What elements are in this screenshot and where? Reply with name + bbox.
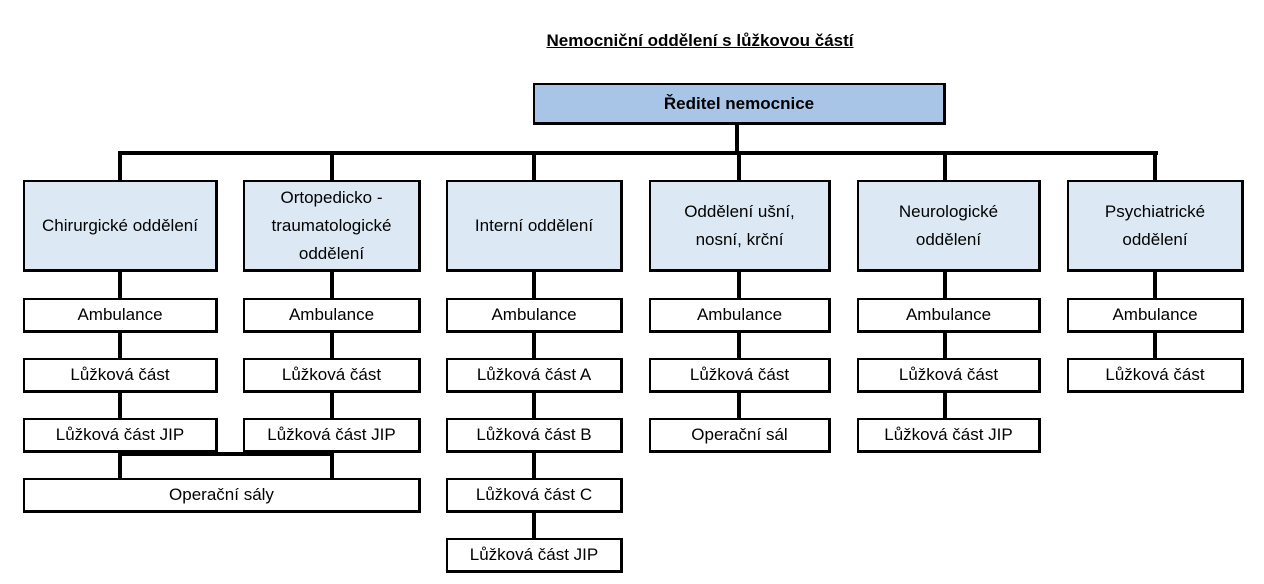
dept-label: Psychiatrické oddělení <box>1104 201 1206 249</box>
dept-drop-6 <box>1153 151 1157 181</box>
unit-label: Operační sál <box>691 425 788 444</box>
unit-label: Ambulance <box>905 305 992 324</box>
horizontal-bus <box>118 151 1158 155</box>
dept-node: Oddělení ušní, nosní, krční <box>649 180 831 272</box>
chain-4 <box>737 270 741 422</box>
root-connector <box>735 124 739 154</box>
unit-label: Ambulance <box>696 305 783 324</box>
unit-label: Ambulance <box>491 305 577 324</box>
shared-unit-node: Operační sály <box>23 478 421 513</box>
unit-node: Ambulance <box>23 298 218 333</box>
unit-node: Lůžková část <box>649 358 831 393</box>
unit-label: Lůžková část A <box>476 365 592 384</box>
dept-drop-4 <box>737 151 741 181</box>
unit-label: Lůžková část <box>281 365 382 384</box>
dept-drop-2 <box>330 151 334 181</box>
unit-label: Ambulance <box>1112 305 1198 324</box>
unit-label: Lůžková část JIP <box>55 425 185 444</box>
dept-drop-5 <box>943 151 947 181</box>
dept-label: Neurologické oddělení <box>898 201 999 249</box>
unit-node: Lůžková část <box>243 358 421 393</box>
unit-node: Ambulance <box>1067 298 1244 333</box>
dept-drop-3 <box>532 151 536 181</box>
unit-label: Lůžková část <box>898 365 999 384</box>
chain-3 <box>532 270 536 542</box>
unit-node: Ambulance <box>857 298 1041 333</box>
shared-connector <box>118 452 334 456</box>
unit-label: Ambulance <box>77 305 163 324</box>
unit-label: Lůžková část <box>689 365 790 384</box>
unit-node: Operační sál <box>649 418 831 453</box>
unit-node: Lůžková část C <box>446 478 623 513</box>
unit-label: Lůžková část JIP <box>884 425 1013 444</box>
unit-label: Lůžková část C <box>475 485 593 504</box>
unit-node: Lůžková část JIP <box>243 418 421 453</box>
unit-node: Lůžková část JIP <box>446 538 623 573</box>
unit-node: Lůžková část A <box>446 358 623 393</box>
unit-label: Lůžková část <box>1105 365 1205 384</box>
unit-node: Lůžková část <box>23 358 218 393</box>
unit-node: Lůžková část JIP <box>23 418 218 453</box>
diagram-title: Nemocniční oddělení s lůžkovou částí <box>546 31 854 50</box>
dept-label: Oddělení ušní, nosní, krční <box>684 201 795 249</box>
unit-node: Lůžková část <box>857 358 1041 393</box>
dept-node: Psychiatrické oddělení <box>1067 180 1244 272</box>
unit-label: Lůžková část JIP <box>267 425 396 444</box>
shared-unit-label: Operační sály <box>169 485 274 504</box>
dept-node: Chirurgické oddělení <box>23 180 218 272</box>
unit-label: Lůžková část B <box>476 425 592 444</box>
unit-label: Lůžková část <box>70 365 170 384</box>
unit-node: Ambulance <box>649 298 831 333</box>
dept-node: Neurologické oddělení <box>857 180 1041 272</box>
unit-node: Ambulance <box>243 298 421 333</box>
unit-node: Ambulance <box>446 298 623 333</box>
chain-5 <box>943 270 947 422</box>
unit-label: Ambulance <box>288 305 375 324</box>
root-label: Ředitel nemocnice <box>663 93 815 113</box>
root-node: Ředitel nemocnice <box>533 83 946 125</box>
dept-drop-1 <box>118 151 122 181</box>
unit-node: Lůžková část JIP <box>857 418 1041 453</box>
dept-label: Chirurgické oddělení <box>42 215 198 235</box>
unit-node: Lůžková část <box>1067 358 1244 393</box>
unit-label: Lůžková část JIP <box>469 545 599 564</box>
dept-node: Interní oddělení <box>446 180 623 272</box>
unit-node: Lůžková část B <box>446 418 623 453</box>
dept-node: Ortopedicko - traumatologické oddělení <box>243 180 421 272</box>
dept-label: Ortopedicko - traumatologické oddělení <box>271 187 392 263</box>
dept-label: Interní oddělení <box>474 215 594 235</box>
